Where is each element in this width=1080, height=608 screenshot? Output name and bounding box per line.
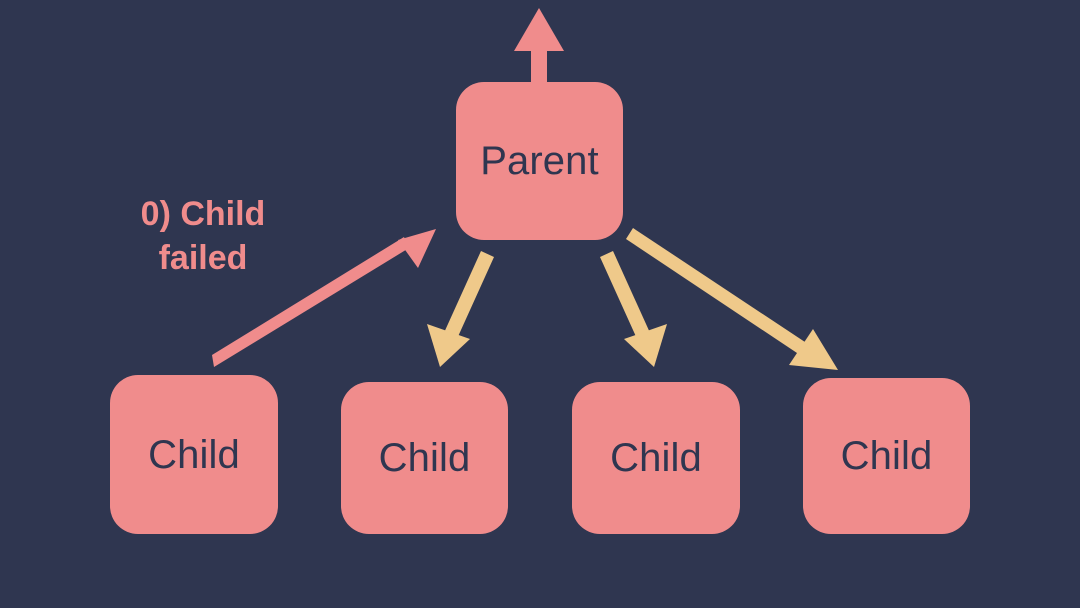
node-parent-label: Parent: [480, 139, 599, 183]
edge-parent-to-child-3-arrow: [626, 228, 838, 370]
node-child-2[interactable]: Child: [572, 382, 740, 534]
edge-parent-to-supervisor-arrow: [514, 8, 564, 84]
edge-parent-to-child-2-arrow: [600, 251, 667, 367]
node-child-1-label: Child: [378, 436, 471, 480]
node-child-0-label: Child: [148, 432, 240, 477]
edge-child-0-to-parent-arrow: [212, 229, 436, 367]
node-child-2-label: Child: [610, 436, 702, 480]
node-child-0[interactable]: Child: [110, 375, 278, 534]
node-child-3-label: Child: [840, 434, 933, 478]
node-child-3[interactable]: Child: [803, 378, 970, 534]
edge-parent-to-child-1-arrow: [427, 251, 494, 367]
node-child-1[interactable]: Child: [341, 382, 508, 534]
annotation-child-failed: 0) Child failed: [140, 195, 266, 277]
node-parent[interactable]: Parent: [456, 82, 623, 240]
